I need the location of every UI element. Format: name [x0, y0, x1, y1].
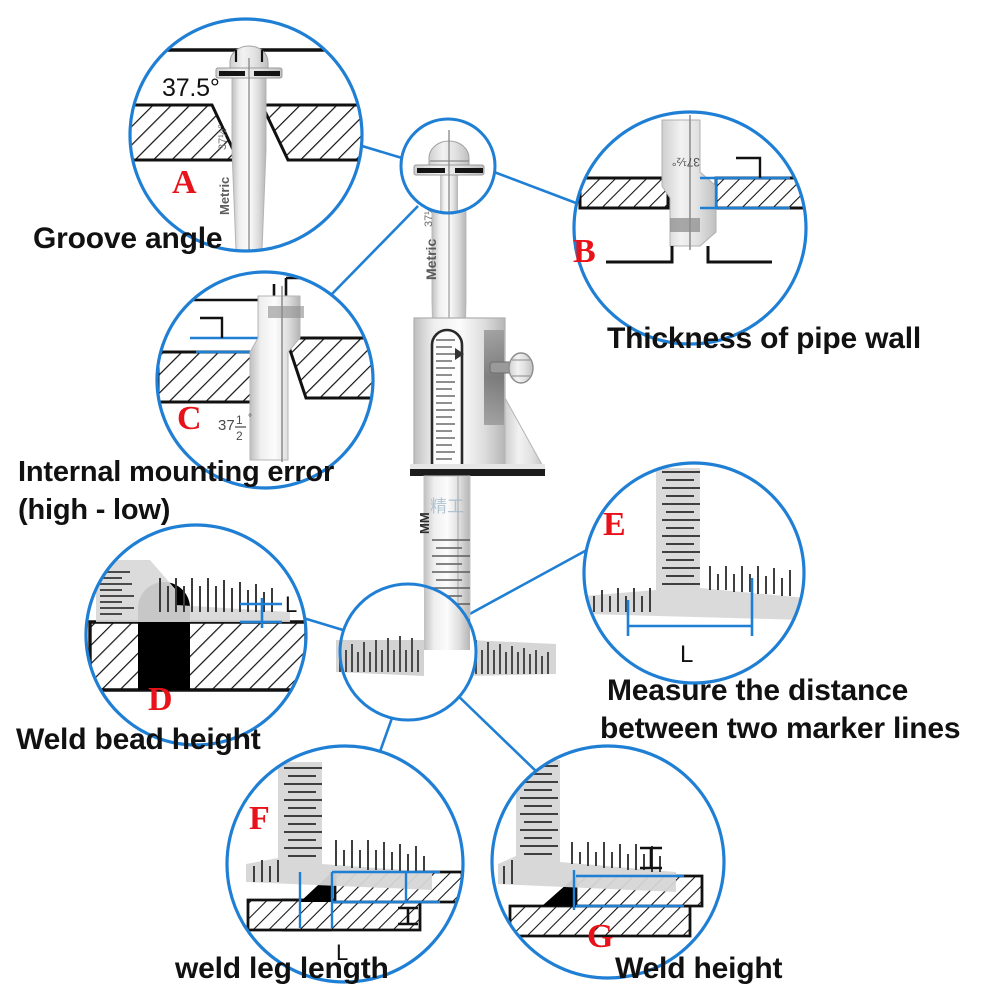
caption-weld-height: Weld height [615, 952, 783, 985]
e-left-comb [593, 588, 651, 612]
connector-foot-to-e [454, 543, 597, 624]
callout-letter-c: C [177, 400, 202, 437]
gauge-brand-metric: Metric [423, 239, 439, 280]
svg-text:L: L [285, 592, 297, 617]
callout-circle-d: L [84, 523, 308, 747]
gauge-window-scale [436, 339, 455, 467]
callout-circle-c: 37 1 2 ° [155, 270, 375, 490]
connector-top-to-c [329, 205, 419, 297]
connector-top-to-b [493, 170, 577, 205]
caption-measure-distance-line2: between two marker lines [600, 712, 961, 745]
svg-text:Metric: Metric [217, 177, 232, 215]
svg-text:37½°: 37½° [217, 124, 229, 150]
caption-pipe-wall-thickness: Thickness of pipe wall [607, 322, 922, 355]
caption-weld-leg-length: weld leg length [175, 952, 389, 985]
e-vertical-scale [662, 471, 700, 585]
callout-letter-f: F [249, 800, 270, 837]
svg-text:L: L [680, 641, 693, 668]
gauge-watermark: 精工 [430, 497, 464, 516]
magnifier-circle-tool-foot [338, 582, 478, 722]
svg-text:37½°: 37½° [672, 155, 700, 169]
caption-internal-mounting-error-line2: (high - low) [18, 494, 171, 526]
callout-letter-a: A [172, 164, 197, 201]
svg-text:37: 37 [218, 417, 235, 434]
callout-letter-g: G [587, 918, 614, 955]
callout-letter-b: B [573, 233, 596, 270]
connector-foot-to-g [451, 689, 541, 776]
callout-letter-e: E [603, 506, 626, 543]
callout-circle-b: 37½° [572, 110, 808, 346]
callout-circle-g [490, 744, 726, 980]
caption-internal-mounting-error-line1: Internal mounting error [18, 456, 335, 488]
callout-circle-a: 37½° Metric [128, 17, 364, 253]
svg-text:°: ° [248, 413, 252, 424]
e-right-comb [709, 566, 791, 596]
callout-circle-f: L [225, 744, 465, 984]
svg-text:L: L [336, 940, 348, 965]
caption-groove-angle: Groove angle [33, 222, 223, 255]
gauge-unit-mm: MM [417, 512, 432, 534]
callout-letter-d: D [148, 681, 173, 718]
svg-text:2: 2 [236, 429, 243, 443]
annotation-groove-angle-value: 37.5° [162, 74, 220, 102]
caption-weld-bead-height: Weld bead height [16, 723, 261, 756]
callout-circle-e: L [582, 461, 806, 685]
caption-measure-distance-line1: Measure the distance [607, 674, 909, 707]
connector-foot-to-d [299, 615, 344, 632]
magnifier-circle-tool-head [399, 117, 497, 215]
connector-lines [299, 141, 597, 776]
svg-text:1: 1 [236, 413, 243, 427]
